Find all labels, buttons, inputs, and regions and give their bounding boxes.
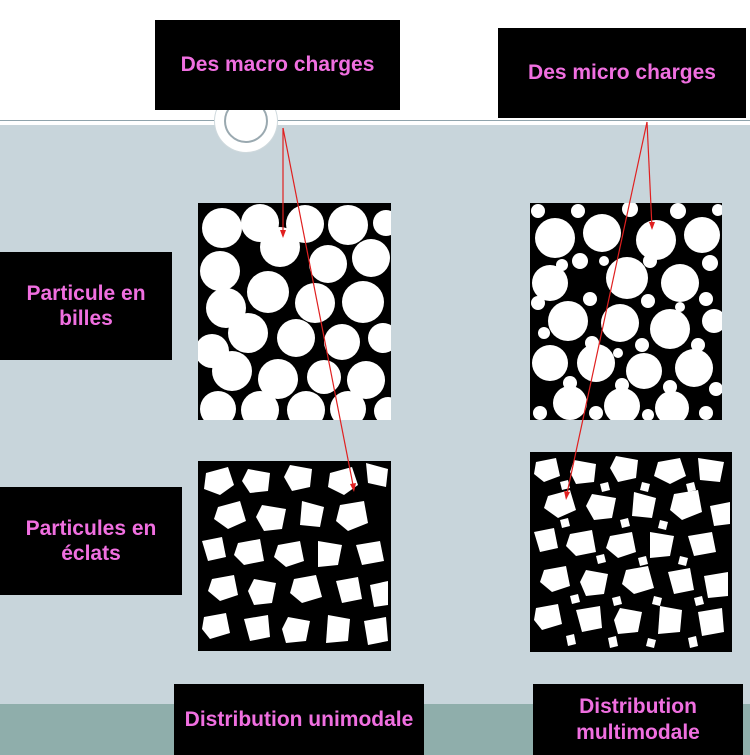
label-macro-charges: Des macro charges [155,20,400,110]
label-distribution-unimodale: Distribution unimodale [174,684,424,755]
panel-billes-multimodale [530,203,722,420]
label-particules-eclats: Particules en éclats [0,487,182,595]
panel-billes-unimodale [198,203,391,420]
label-distribution-multimodale: Distribution multimodale [533,684,743,755]
label-micro-charges: Des micro charges [498,28,746,118]
label-particule-billes: Particule en billes [0,252,172,360]
panel-eclats-unimodale [198,461,391,651]
header-divider [0,120,750,121]
panel-eclats-multimodale [530,452,732,652]
